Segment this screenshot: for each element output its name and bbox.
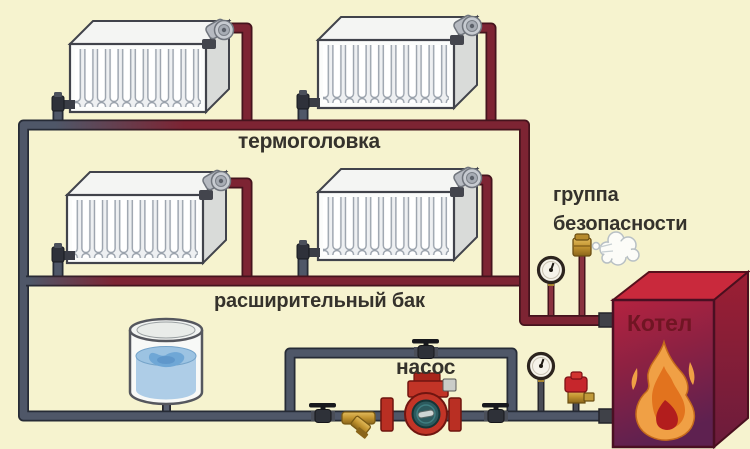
pipe-network: [18, 22, 603, 422]
boiler-flame-icon: [631, 339, 696, 441]
label-expansion-tank: расширительный бак: [214, 290, 425, 312]
radiator-valve-icon-4: [296, 239, 321, 260]
label-safety-group-line1: группа: [553, 184, 619, 206]
radiator-3: [65, 170, 228, 265]
label-safety-group: группа безопасности: [553, 181, 688, 239]
strainer-icon: [341, 411, 376, 439]
label-safety-group-line2: безопасности: [553, 213, 688, 235]
pressure-gauge-1: [536, 255, 566, 288]
radiator-1: [68, 19, 231, 114]
air-vent-icon: [572, 233, 592, 257]
ball-valve-3: [481, 402, 510, 423]
radiator-2: [316, 15, 479, 110]
expansion-tank: [128, 317, 204, 406]
radiator-4: [316, 167, 479, 262]
safety-valve-icon: [564, 371, 595, 404]
label-boiler: Котел: [627, 310, 693, 336]
ball-valve-1: [308, 402, 337, 423]
radiator-valve-icon-2: [296, 89, 321, 110]
circulation-pump: [380, 372, 462, 436]
steam-icon: [591, 231, 640, 266]
label-thermo-head: термоголовка: [238, 130, 380, 153]
boiler: [598, 269, 750, 449]
pressure-gauge-2: [526, 351, 556, 384]
label-pump: насос: [396, 356, 456, 379]
